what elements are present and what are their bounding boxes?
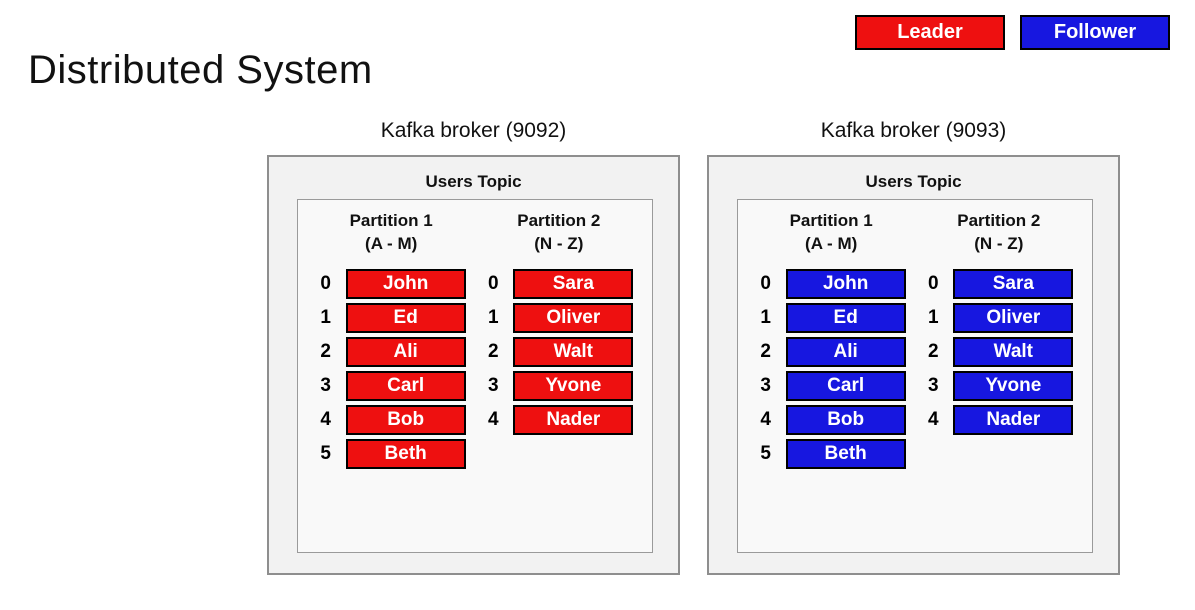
record-cell: Ali	[345, 336, 466, 367]
record-row: 2 Ali	[757, 336, 906, 367]
partition-header: Partition 2 (N - Z)	[517, 210, 600, 256]
partition-range: (A - M)	[365, 233, 418, 253]
legend-leader-badge: Leader	[855, 15, 1005, 50]
broker-label: Kafka broker (9093)	[820, 119, 1007, 142]
record-row: 0 John	[757, 268, 906, 299]
record-row: 2 Walt	[484, 336, 634, 367]
record-row: 4 Bob	[317, 404, 466, 435]
partition-range: (N - Z)	[534, 233, 584, 253]
record-row: 3 Yvone	[484, 370, 634, 401]
partition-2: Partition 2 (N - Z) 0 Sara 1 Oliver 2 Wa…	[924, 200, 1074, 552]
record-offset: 3	[488, 374, 499, 396]
record-row: 2 Ali	[317, 336, 466, 367]
record-row: 1 Oliver	[484, 302, 634, 333]
record-cell: Bob	[785, 404, 906, 435]
record-offset: 1	[760, 306, 771, 328]
record-row: 1 Ed	[757, 302, 906, 333]
record-row: 4 Nader	[924, 404, 1074, 435]
record-offset: 3	[760, 374, 771, 396]
broker-label: Kafka broker (9092)	[380, 119, 567, 142]
record-cell: Nader	[953, 404, 1074, 435]
record-cell: Ed	[785, 302, 906, 333]
legend-follower-badge: Follower	[1020, 15, 1170, 50]
partition-1: Partition 1 (A - M) 0 John 1 Ed 2 Ali	[757, 200, 906, 552]
record-row: 0 Sara	[484, 268, 634, 299]
record-cell: Sara	[953, 268, 1074, 299]
record-cell: Yvone	[953, 370, 1074, 401]
partition-range: (A - M)	[805, 233, 858, 253]
partition-name: Partition 2	[517, 211, 601, 230]
partition-name: Partition 1	[789, 211, 873, 230]
partition-1: Partition 1 (A - M) 0 John 1 Ed 2 Ali	[317, 200, 466, 552]
partition-header: Partition 1 (A - M)	[350, 210, 433, 256]
record-offset: 2	[760, 340, 771, 362]
record-cell: Nader	[513, 404, 634, 435]
partitions-box: Partition 1 (A - M) 0 John 1 Ed 2 Ali	[737, 199, 1093, 553]
record-cell: Oliver	[953, 302, 1074, 333]
record-offset: 5	[320, 442, 331, 464]
record-offset: 0	[928, 272, 939, 294]
record-cell: Ali	[785, 336, 906, 367]
record-cell: Carl	[345, 370, 466, 401]
record-cell: Yvone	[513, 370, 634, 401]
record-row: 4 Bob	[757, 404, 906, 435]
record-offset: 4	[760, 408, 771, 430]
record-offset: 1	[928, 306, 939, 328]
record-row: 5 Beth	[317, 438, 466, 469]
partition-name: Partition 2	[957, 211, 1041, 230]
legend: Leader Follower	[855, 15, 1170, 50]
page-title: Distributed System	[28, 48, 373, 92]
partition-2: Partition 2 (N - Z) 0 Sara 1 Oliver 2 Wa…	[484, 200, 634, 552]
topic-title: Users Topic	[865, 172, 962, 191]
kafka-broker-9093: Kafka broker (9093) Users Topic Partitio…	[707, 119, 1120, 575]
record-cell: Beth	[345, 438, 466, 469]
record-row: 1 Ed	[317, 302, 466, 333]
record-offset: 4	[320, 408, 331, 430]
record-row: 1 Oliver	[924, 302, 1074, 333]
record-cell: Beth	[785, 438, 906, 469]
record-row: 2 Walt	[924, 336, 1074, 367]
partition-name: Partition 1	[349, 211, 433, 230]
record-offset: 1	[320, 306, 331, 328]
record-cell: Walt	[953, 336, 1074, 367]
record-rows: 0 John 1 Ed 2 Ali 3 Carl	[317, 268, 466, 469]
record-rows: 0 Sara 1 Oliver 2 Walt 3 Yvone	[484, 268, 634, 435]
record-offset: 3	[928, 374, 939, 396]
record-cell: Sara	[513, 268, 634, 299]
record-row: 3 Carl	[317, 370, 466, 401]
record-row: 5 Beth	[757, 438, 906, 469]
record-cell: Oliver	[513, 302, 634, 333]
partition-header: Partition 2 (N - Z)	[957, 210, 1040, 256]
record-cell: Carl	[785, 370, 906, 401]
record-cell: Bob	[345, 404, 466, 435]
record-offset: 0	[760, 272, 771, 294]
record-row: 3 Yvone	[924, 370, 1074, 401]
record-row: 4 Nader	[484, 404, 634, 435]
record-row: 3 Carl	[757, 370, 906, 401]
record-offset: 2	[928, 340, 939, 362]
topic-title: Users Topic	[425, 172, 522, 191]
record-rows: 0 Sara 1 Oliver 2 Walt 3 Yvone	[924, 268, 1074, 435]
record-offset: 5	[760, 442, 771, 464]
partition-range: (N - Z)	[974, 233, 1024, 253]
record-offset: 4	[928, 408, 939, 430]
record-cell: Ed	[345, 302, 466, 333]
partitions-box: Partition 1 (A - M) 0 John 1 Ed 2 Ali	[297, 199, 653, 553]
record-offset: 4	[488, 408, 499, 430]
record-offset: 0	[320, 272, 331, 294]
record-offset: 3	[320, 374, 331, 396]
record-cell: Walt	[513, 336, 634, 367]
record-cell: John	[785, 268, 906, 299]
record-offset: 1	[488, 306, 499, 328]
record-offset: 2	[320, 340, 331, 362]
record-offset: 0	[488, 272, 499, 294]
record-row: 0 Sara	[924, 268, 1074, 299]
record-row: 0 John	[317, 268, 466, 299]
record-rows: 0 John 1 Ed 2 Ali 3 Carl	[757, 268, 906, 469]
partition-header: Partition 1 (A - M)	[790, 210, 873, 256]
record-offset: 2	[488, 340, 499, 362]
record-cell: John	[345, 268, 466, 299]
kafka-broker-9092: Kafka broker (9092) Users Topic Partitio…	[267, 119, 680, 575]
